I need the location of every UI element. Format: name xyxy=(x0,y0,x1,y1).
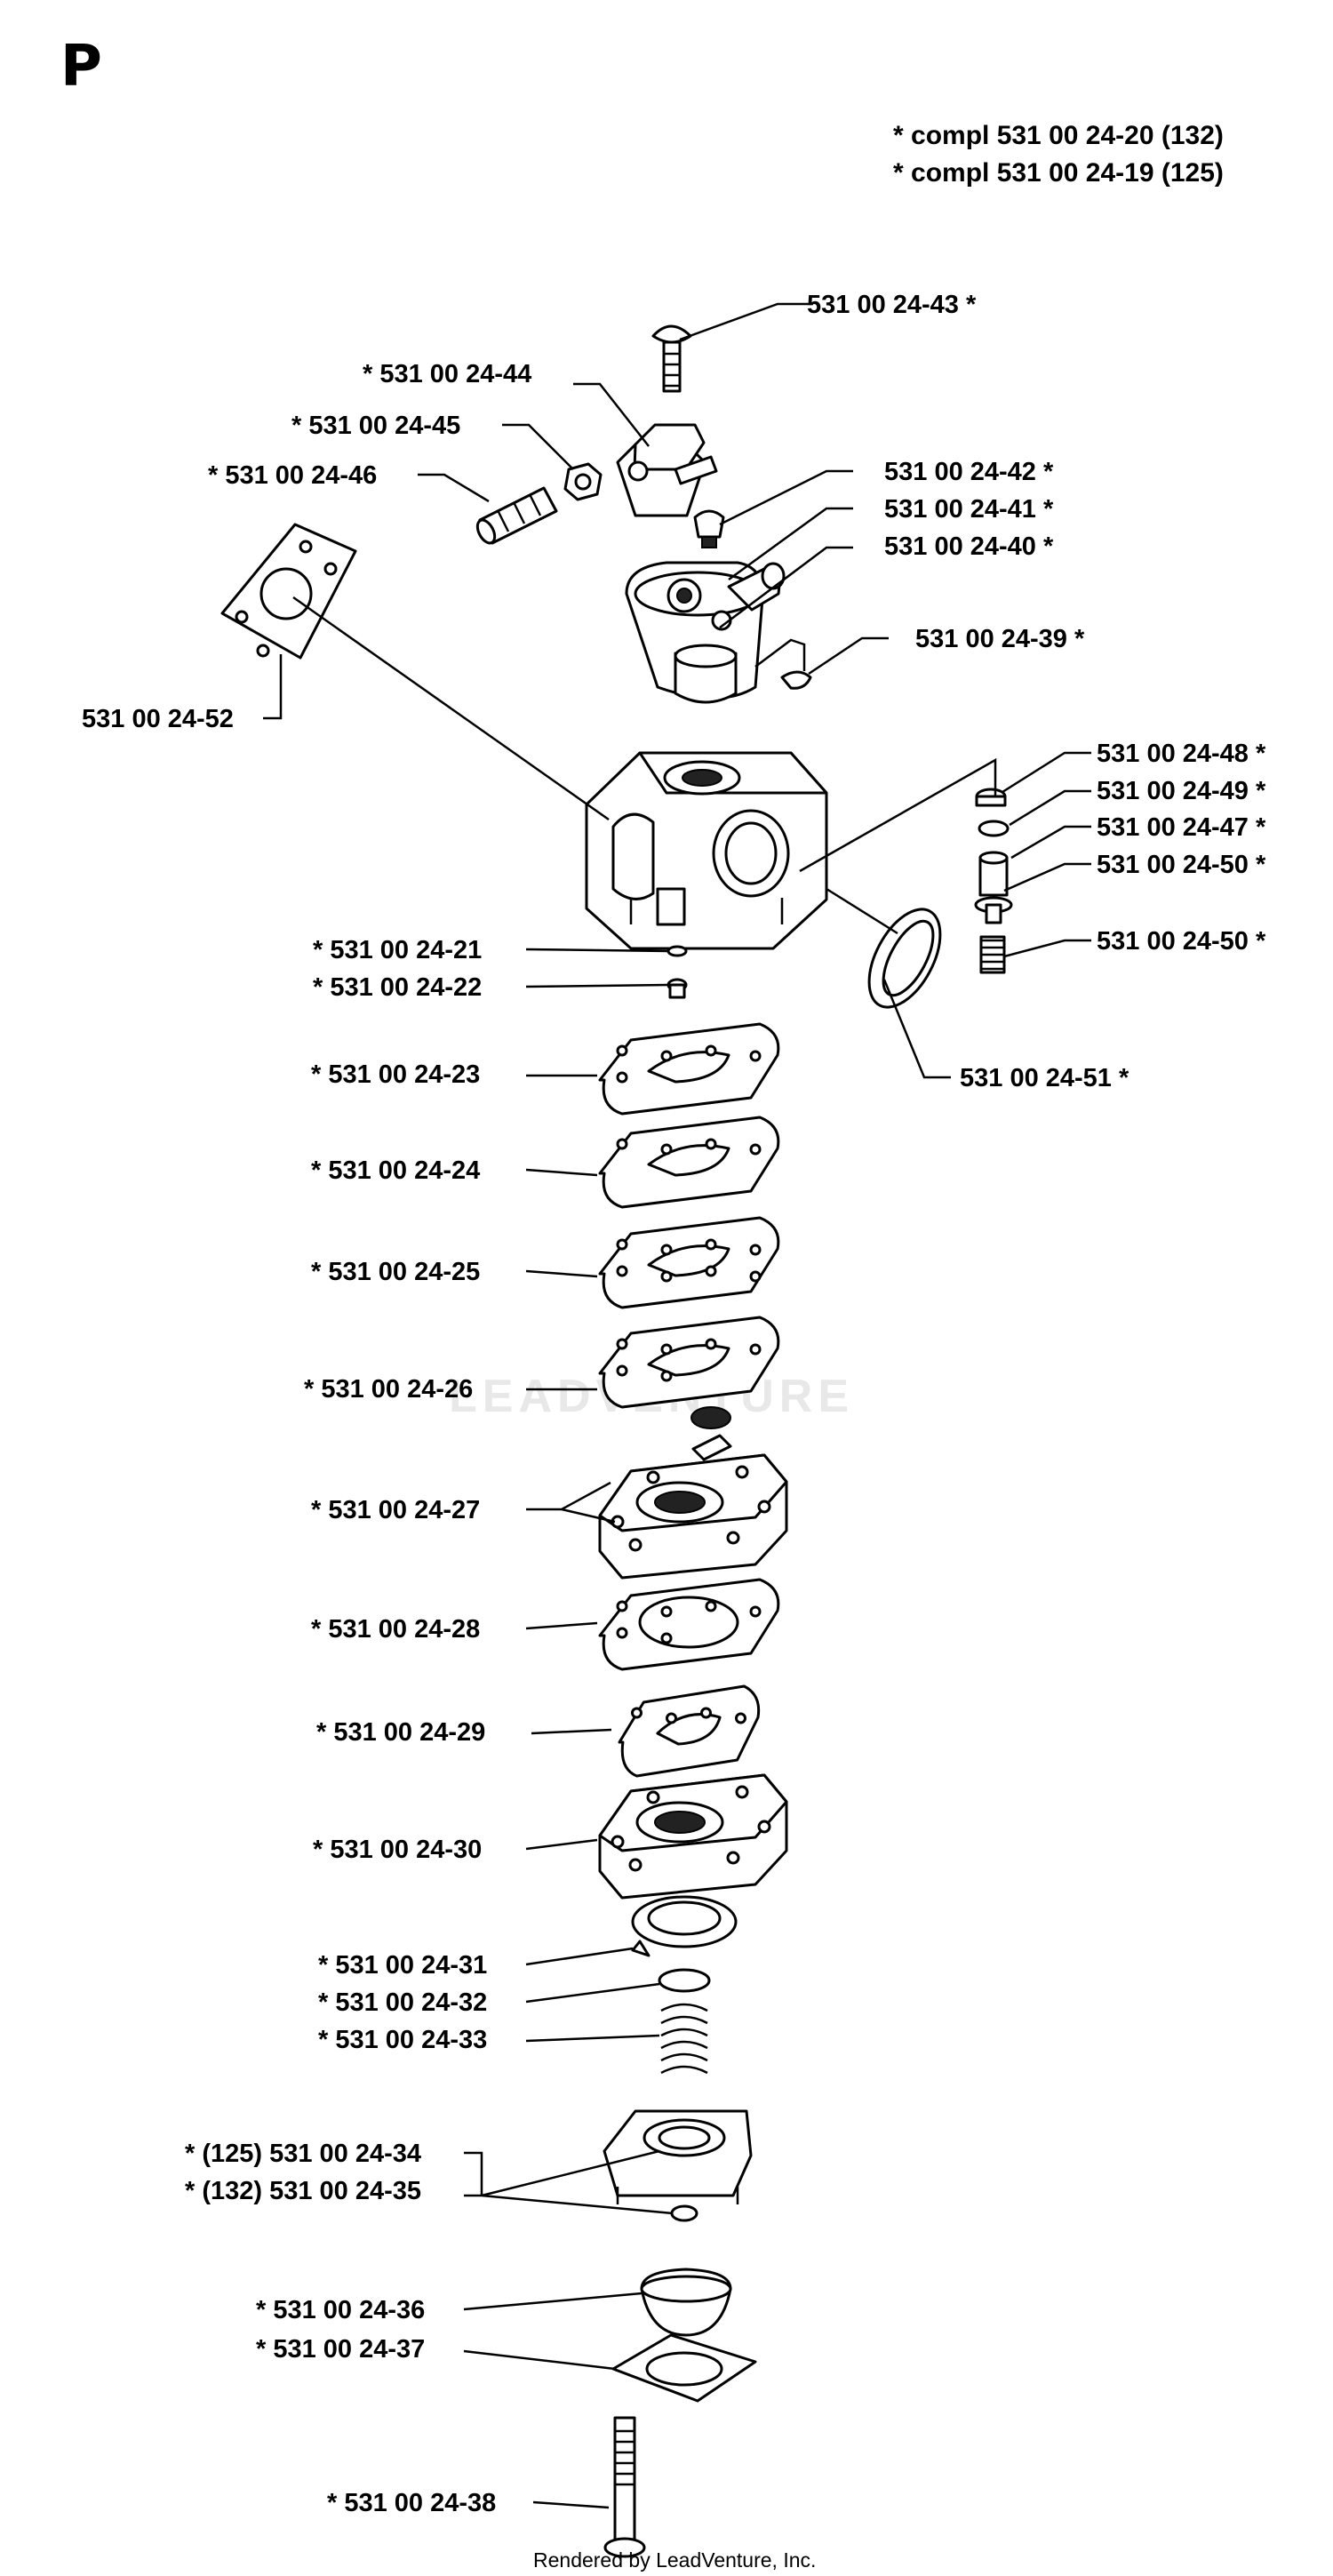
label-39: 531 00 24-39 * xyxy=(915,625,1085,653)
part-24-gasket xyxy=(598,1116,780,1209)
label-48: 531 00 24-48 * xyxy=(1097,740,1266,768)
label-41: 531 00 24-41 * xyxy=(884,495,1054,524)
label-22: * 531 00 24-22 xyxy=(313,973,482,1002)
part-34-35-cover xyxy=(603,2109,753,2204)
section-letter: P xyxy=(60,34,102,100)
label-44: * 531 00 24-44 xyxy=(363,360,531,388)
label-30: * 531 00 24-30 xyxy=(313,1836,482,1864)
label-33: * 531 00 24-33 xyxy=(318,2026,487,2054)
part-29-plate xyxy=(618,1684,761,1778)
part-51-ring xyxy=(867,908,942,1009)
label-51: 531 00 24-51 * xyxy=(960,1064,1129,1092)
part-28-gasket xyxy=(598,1578,780,1671)
label-52: 531 00 24-52 xyxy=(82,705,234,733)
label-38: * 531 00 24-38 xyxy=(327,2489,496,2517)
part-33-spring xyxy=(660,2003,708,2075)
label-24: * 531 00 24-24 xyxy=(311,1156,480,1185)
label-37: * 531 00 24-37 xyxy=(256,2335,425,2364)
label-35: * (132) 531 00 24-35 xyxy=(185,2177,421,2205)
part-40-throttle-shaft-assembly xyxy=(625,561,786,704)
part-32-washer xyxy=(658,1968,711,1993)
label-34: * (125) 531 00 24-34 xyxy=(185,2140,421,2168)
part-49-oring xyxy=(978,820,1010,837)
label-45: * 531 00 24-45 xyxy=(291,412,460,440)
label-36: * 531 00 24-36 xyxy=(256,2296,425,2324)
part-48-cap xyxy=(975,788,1007,807)
label-42: 531 00 24-42 * xyxy=(884,458,1054,486)
label-40: 531 00 24-40 * xyxy=(884,532,1054,561)
part-38-bolt xyxy=(603,2416,646,2558)
label-26: * 531 00 24-26 xyxy=(304,1375,473,1404)
compl-note-132: * compl 531 00 24-20 (132) xyxy=(893,121,1224,150)
part-36-cup xyxy=(640,2268,732,2337)
leader-lines xyxy=(263,302,1091,2509)
part-30-pump-body xyxy=(598,1773,788,1900)
label-46: * 531 00 24-46 xyxy=(208,461,377,490)
part-44-bracket xyxy=(616,423,718,517)
part-25-plate xyxy=(598,1216,780,1309)
label-25: * 531 00 24-25 xyxy=(311,1258,480,1286)
part-42-valve xyxy=(693,509,725,548)
part-26-gasket xyxy=(598,1316,780,1409)
label-43: 531 00 24-43 * xyxy=(807,291,977,319)
label-31: * 531 00 24-31 xyxy=(318,1951,487,1980)
label-47: 531 00 24-47 * xyxy=(1097,813,1266,842)
part-43-screw xyxy=(651,324,692,393)
part-46-adjust-screw xyxy=(475,486,558,545)
part-27-metering-body xyxy=(598,1406,788,1580)
label-50b: 531 00 24-50 * xyxy=(1097,927,1266,956)
label-21: * 531 00 24-21 xyxy=(313,936,482,964)
gasket-plate-stack xyxy=(598,1022,788,1900)
label-29: * 531 00 24-29 xyxy=(316,1718,485,1747)
part-50-spring xyxy=(979,935,1006,974)
label-49: 531 00 24-49 * xyxy=(1097,777,1266,805)
part-35-valve xyxy=(670,2204,698,2222)
part-45-nut xyxy=(563,462,603,501)
part-37-gasket xyxy=(611,2333,757,2403)
label-27: * 531 00 24-27 xyxy=(311,1496,480,1524)
part-39-clip xyxy=(780,670,812,690)
footer-credit: Rendered by LeadVenture, Inc. xyxy=(533,2548,816,2572)
label-32: * 531 00 24-32 xyxy=(318,1988,487,2017)
label-23: * 531 00 24-23 xyxy=(311,1060,480,1089)
part-21-oring xyxy=(666,945,688,957)
part-31-diaphragm xyxy=(631,1895,738,1957)
part-main-carburetor-body xyxy=(585,751,828,950)
label-50a: 531 00 24-50 * xyxy=(1097,851,1266,879)
part-23-gasket xyxy=(598,1022,780,1116)
part-labels: 531 00 24-43 * * 531 00 24-44 * 531 00 2… xyxy=(82,291,1266,2517)
part-22-screw xyxy=(666,978,688,999)
part-50-needle xyxy=(974,851,1013,924)
part-52-gasket xyxy=(220,523,357,660)
compl-note-125: * compl 531 00 24-19 (125) xyxy=(893,158,1224,188)
label-28: * 531 00 24-28 xyxy=(311,1615,480,1644)
